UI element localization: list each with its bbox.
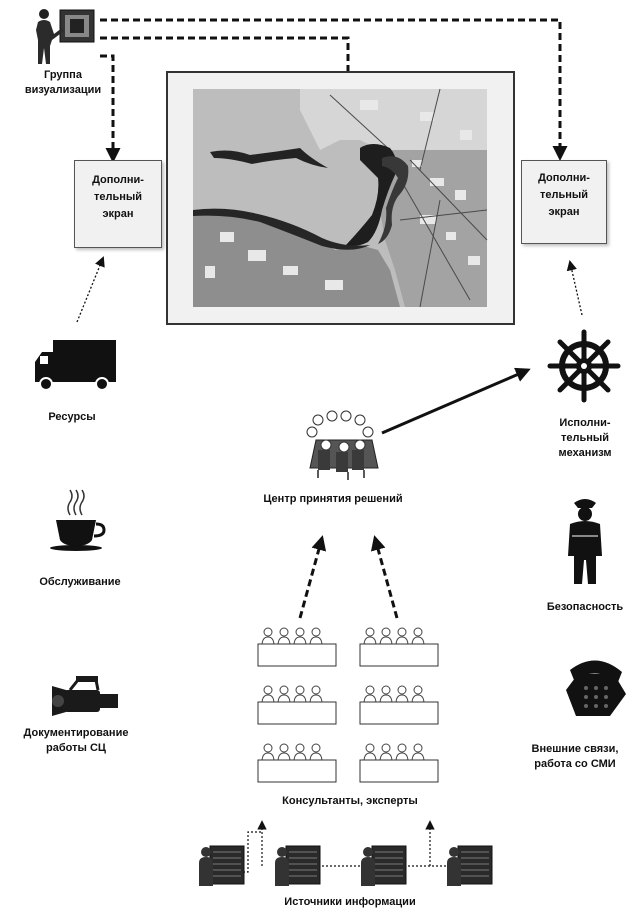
truck-icon: [35, 340, 116, 391]
decision-center-label: Центр принятия решений: [263, 493, 403, 505]
documentation-label: Документирование работы СЦ: [23, 727, 129, 754]
security-label: Безопасность: [546, 601, 624, 613]
ship-wheel-icon: [547, 329, 621, 403]
external-label: Внешние связи, работа со СМИ: [531, 743, 619, 770]
resources-label: Ресурсы: [48, 411, 96, 423]
map-land: [193, 88, 488, 308]
service-label: Обслуживание: [39, 576, 121, 588]
sources-label: Источники информации: [284, 896, 416, 908]
main-screen: [166, 71, 515, 325]
coffee-cup-icon: [50, 489, 106, 551]
guard-icon: [568, 499, 602, 584]
expert-group-table-icon: [257, 627, 439, 783]
consultants-label: Консультанты, эксперты: [282, 795, 418, 807]
presenter-at-board-icon: [36, 9, 95, 64]
telephone-icon: [566, 660, 626, 716]
extra-screen-right-label: Дополни- тельный экран: [538, 172, 590, 218]
meeting-table-icon: [306, 410, 379, 480]
viz-group-label: Группа визуализации: [24, 69, 102, 96]
extra-screen-left-label: Дополни- тельный экран: [92, 174, 144, 220]
executive-label: Исполни- тельный механизм: [558, 417, 612, 459]
extra-screen-right: Дополни- тельный экран: [521, 160, 607, 244]
video-camera-icon: [52, 676, 118, 716]
extra-screen-left: Дополни- тельный экран: [74, 160, 162, 248]
server-operator-icon: [198, 845, 493, 887]
